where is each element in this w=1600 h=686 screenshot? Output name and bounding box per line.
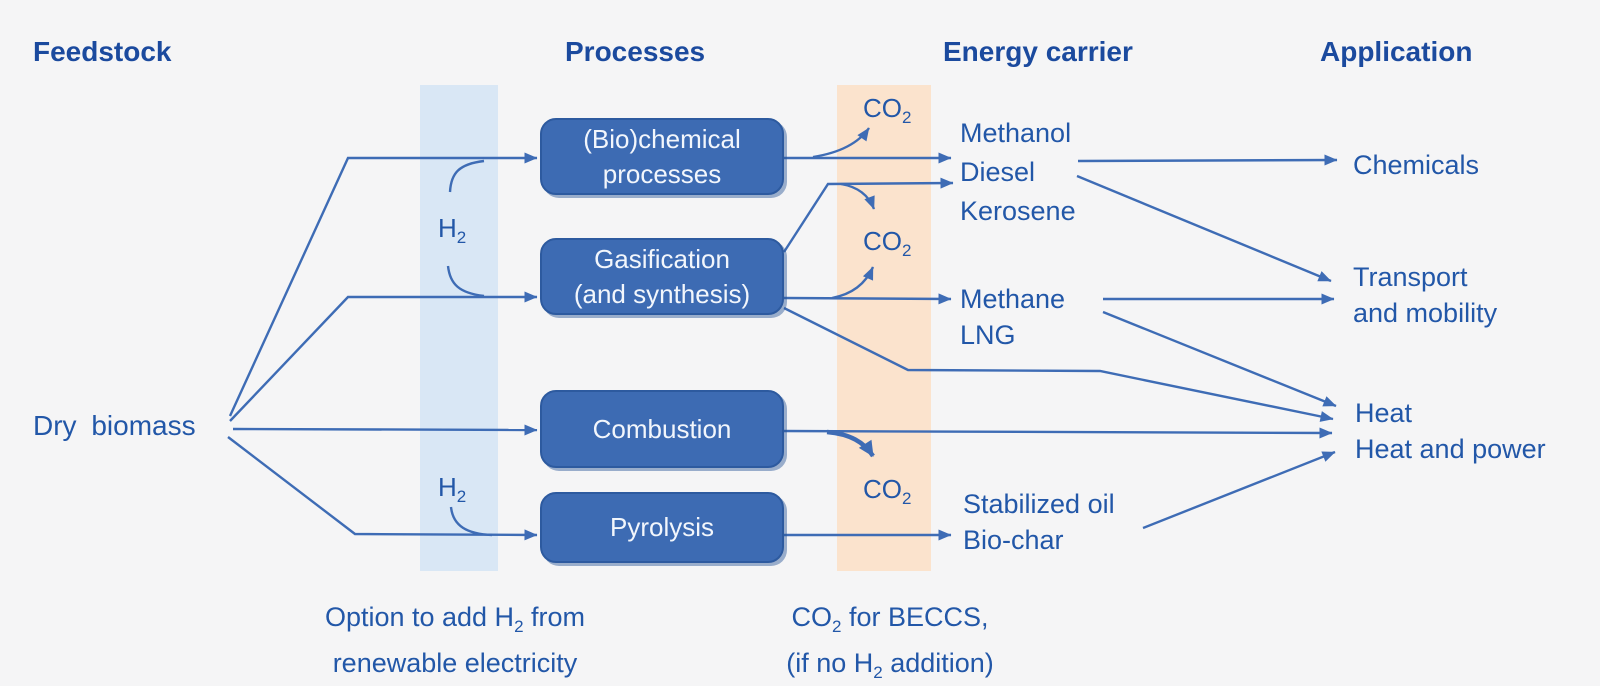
arrow-biomass-to-biochemical [228,152,538,417]
h2-subscript: 2 [456,487,467,506]
process-box-label: Combustion [592,413,732,444]
arrow-diesel-to-transport [1076,174,1332,283]
caption-text: for BECCS, [841,602,989,632]
arrow-biomass-to-combustion [232,424,538,436]
application-heat: Heat Heat and power [1355,395,1546,467]
arrow-gasification-to-heat [783,306,1334,422]
application-heat-line1: Heat [1355,398,1413,428]
caption-text: CO [791,602,832,632]
h2-arc-to-pyrolysis [449,506,493,537]
carrier-methanol: Methanol [960,118,1072,148]
co2-arrow-from-diesel-line [840,182,876,210]
co2-text: CO [863,474,902,504]
arrow-biomass-to-pyrolysis [227,436,538,541]
caption-subscript: 2 [873,663,883,682]
caption-text: addition) [882,648,994,678]
carrier-group-liquids: Methanol Diesel Kerosene [960,114,1076,231]
h2-label-2: H2 [438,472,466,507]
h2-addition-band [420,85,498,571]
carrier-group-pyrolysis-products: Stabilized oil Bio-char [963,486,1115,558]
arrow-oil-to-heat-and-power [1142,450,1336,530]
co2-text: CO [863,226,902,256]
caption-subscript: 2 [831,617,842,636]
co2-subscript: 2 [902,489,912,508]
process-box-gasification: Gasification (and synthesis) [540,238,784,315]
h2-text: H [438,213,457,243]
carrier-lng: LNG [960,320,1016,350]
column-header-application: Application [1320,36,1473,67]
application-transport-line2: and mobility [1353,298,1498,328]
dry-biomass-label: Dry biomass [33,410,196,441]
caption-subscript: 2 [514,617,524,636]
co2-arrow-from-biochemical [812,127,870,159]
caption-text: Option to add H [324,602,515,632]
carrier-group-gases: Methane LNG [960,281,1065,353]
process-box-label: Gasification [594,243,730,274]
caption-co2-beccs-line1: CO2 for BECCS, [740,599,1040,645]
caption-h2-option: Option to add H2 from renewable electric… [280,599,630,682]
process-box-pyrolysis: Pyrolysis [540,492,784,563]
co2-label-2: CO2 [863,226,911,261]
caption-h2-option-line2: renewable electricity [332,648,578,678]
carrier-diesel: Diesel [960,157,1036,187]
process-box-label: processes [602,158,722,189]
co2-arrow-from-combustion [826,429,875,458]
caption-co2-beccs-line2: (if no H2 addition) [740,645,1040,686]
h2-arc-to-gasification [446,265,485,298]
caption-text: (if no H [786,648,874,678]
caption-co2-beccs: CO2 for BECCS, (if no H2 addition) [740,599,1040,686]
co2-label-1: CO2 [863,93,911,128]
column-header-energy-carrier: Energy carrier [943,36,1133,67]
arrow-combustion-to-heat-and-power [781,427,1333,439]
caption-h2-option-line1: Option to add H2 from [280,599,630,645]
arrow-gasification-to-methane [783,293,952,305]
co2-arrow-from-methane-line [831,266,875,300]
co2-subscript: 2 [902,108,912,127]
co2-subscript: 2 [902,241,912,260]
application-transport: Transport and mobility [1353,259,1497,331]
arrow-gasification-to-diesel [782,177,954,253]
h2-label-1: H2 [438,213,466,248]
process-box-label: (and synthesis) [573,278,751,309]
application-chemicals: Chemicals [1353,150,1480,180]
co2-text: CO [863,93,902,123]
h2-arc-to-biochemical [448,159,485,193]
arrow-methane-to-heat [1102,310,1337,408]
caption-text: from [523,602,586,632]
process-box-combustion: Combustion [540,390,784,468]
carrier-bio-char: Bio-char [963,525,1064,555]
arrow-biomass-to-gasification [229,291,538,422]
h2-text: H [438,472,457,502]
column-header-processes: Processes [565,36,706,67]
arrow-liquids-to-chemicals [1077,154,1338,166]
co2-label-3: CO2 [863,474,911,509]
process-box-biochemical: (Bio)chemical processes [540,118,784,195]
process-box-label: Pyrolysis [609,512,714,542]
co2-capture-band [837,85,931,571]
application-heat-line2: Heat and power [1355,434,1546,464]
carrier-kerosene: Kerosene [960,196,1076,226]
column-header-feedstock: Feedstock [33,36,172,67]
carrier-methane: Methane [960,284,1066,314]
application-transport-line1: Transport [1353,262,1468,292]
carrier-stabilized-oil: Stabilized oil [963,489,1115,519]
process-box-label: (Bio)chemical [583,123,741,154]
h2-subscript: 2 [456,228,467,247]
